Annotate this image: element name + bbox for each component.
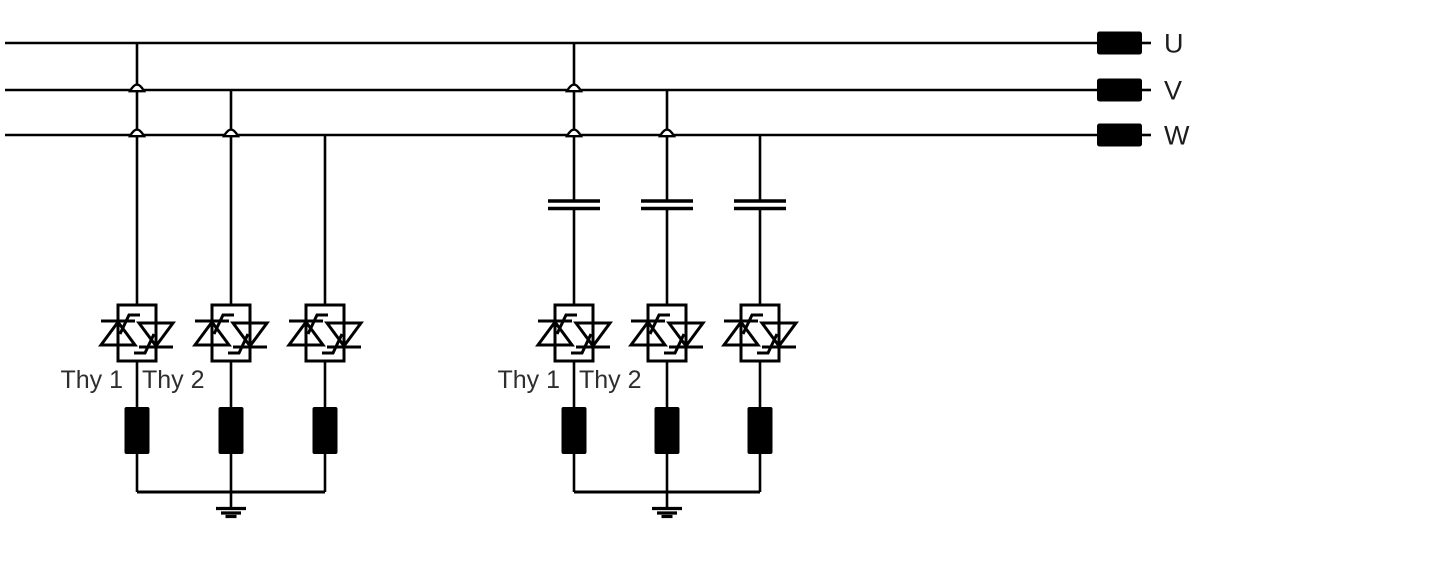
branch-u-group1 [128, 43, 146, 492]
ground-symbol [652, 492, 682, 519]
thyristor-left-gate [555, 313, 577, 335]
thyristor-right-triangle [230, 321, 270, 349]
thyristor-pair-symbol [286, 303, 364, 363]
thyristor-right-triangle [573, 321, 613, 349]
thyristor-label-1: Thy 1 [497, 366, 560, 394]
thyristor-box [210, 303, 252, 363]
thyristor-box [304, 303, 346, 363]
reactor-block [124, 407, 150, 454]
branch-v-group1 [222, 90, 240, 492]
reactor-block [561, 407, 587, 454]
thyristor-left-triangle [628, 319, 668, 347]
thyristor-right-triangle [324, 321, 364, 349]
thyristor-left-triangle [721, 319, 761, 347]
reactor-block [312, 407, 338, 454]
terminal-label: W [1164, 121, 1190, 151]
no-connect-hop [565, 83, 583, 93]
terminal-w: W [1097, 121, 1190, 151]
branch-w-group2 [734, 135, 786, 492]
branch-v-group2 [641, 90, 693, 492]
thyristor-pair-symbol [535, 303, 613, 363]
thyristor-right-gate [228, 333, 250, 355]
terminal-block [1097, 31, 1142, 55]
thyristor-box [646, 303, 688, 363]
thyristor-pair-symbol [721, 303, 799, 363]
terminal-label: V [1164, 76, 1182, 106]
thyristor-left-triangle [98, 319, 138, 347]
thyristor-left-gate [741, 313, 763, 335]
thyristor-right-gate [757, 333, 779, 355]
no-connect-hop [565, 128, 583, 138]
thyristor-box [739, 303, 781, 363]
thyristor-right-gate [322, 333, 344, 355]
thyristor-pair-symbol [192, 303, 270, 363]
thyristor-label-1: Thy 1 [60, 366, 123, 394]
terminal-block [1097, 123, 1142, 147]
thyristor-box [116, 303, 158, 363]
thyristor-left-gate [118, 313, 140, 335]
no-connect-hop [128, 128, 146, 138]
thyristor-right-gate [571, 333, 593, 355]
no-connect-hop [658, 128, 676, 138]
thyristor-left-gate [306, 313, 328, 335]
thyristor-right-gate [664, 333, 686, 355]
reactor-block [654, 407, 680, 454]
terminal-u: U [1097, 29, 1184, 59]
thyristor-left-triangle [535, 319, 575, 347]
thyristor-pair-symbol [628, 303, 706, 363]
thyristor-right-gate [134, 333, 156, 355]
ground-symbol [216, 492, 246, 519]
branch-u-group2 [548, 43, 600, 492]
thyristor-right-triangle [136, 321, 176, 349]
no-connect-hop [222, 128, 240, 138]
thyristor-right-triangle [666, 321, 706, 349]
thyristor-left-gate [212, 313, 234, 335]
thyristor-box [553, 303, 595, 363]
terminal-v: V [1097, 76, 1182, 106]
reactor-block [747, 407, 773, 454]
thyristor-right-triangle [759, 321, 799, 349]
thyristor-left-triangle [286, 319, 326, 347]
terminal-label: U [1164, 29, 1184, 59]
thyristor-left-triangle [192, 319, 232, 347]
thyristor-pair-symbol [98, 303, 176, 363]
thyristor-label-2: Thy 2 [579, 366, 642, 394]
thyristor-label-2: Thy 2 [142, 366, 205, 394]
reactor-block [218, 407, 244, 454]
thyristor-left-gate [648, 313, 670, 335]
terminal-block [1097, 78, 1142, 102]
no-connect-hop [128, 83, 146, 93]
